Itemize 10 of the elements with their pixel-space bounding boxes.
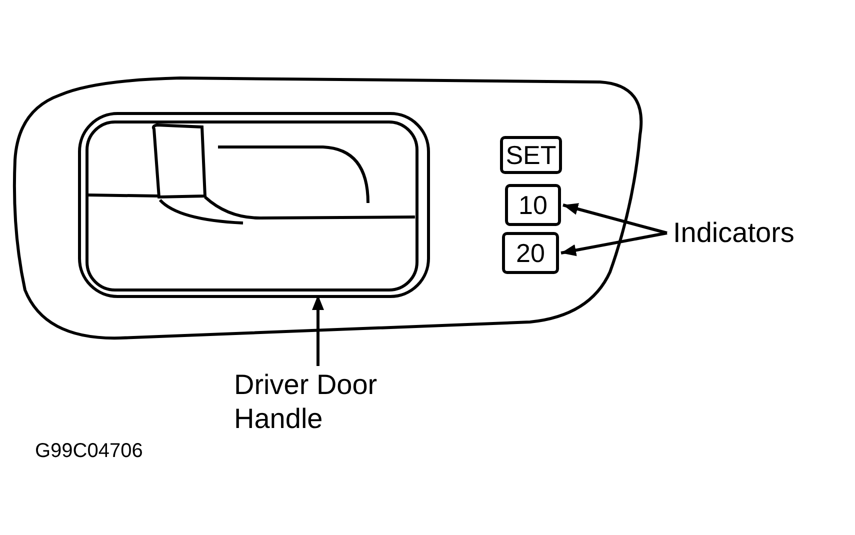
set-indicator: SET	[500, 136, 562, 174]
indicator-light: 20	[502, 232, 559, 274]
indicator-light: 10	[505, 184, 561, 226]
figure-code: G99C04706	[35, 440, 143, 463]
part-label: Driver Door Handle	[234, 368, 434, 436]
door-handle-drawing	[78, 112, 430, 298]
leader-arrow	[560, 232, 668, 256]
part-label: Indicators	[673, 216, 833, 250]
leader-arrow	[312, 295, 324, 366]
leader-arrow	[562, 203, 668, 234]
